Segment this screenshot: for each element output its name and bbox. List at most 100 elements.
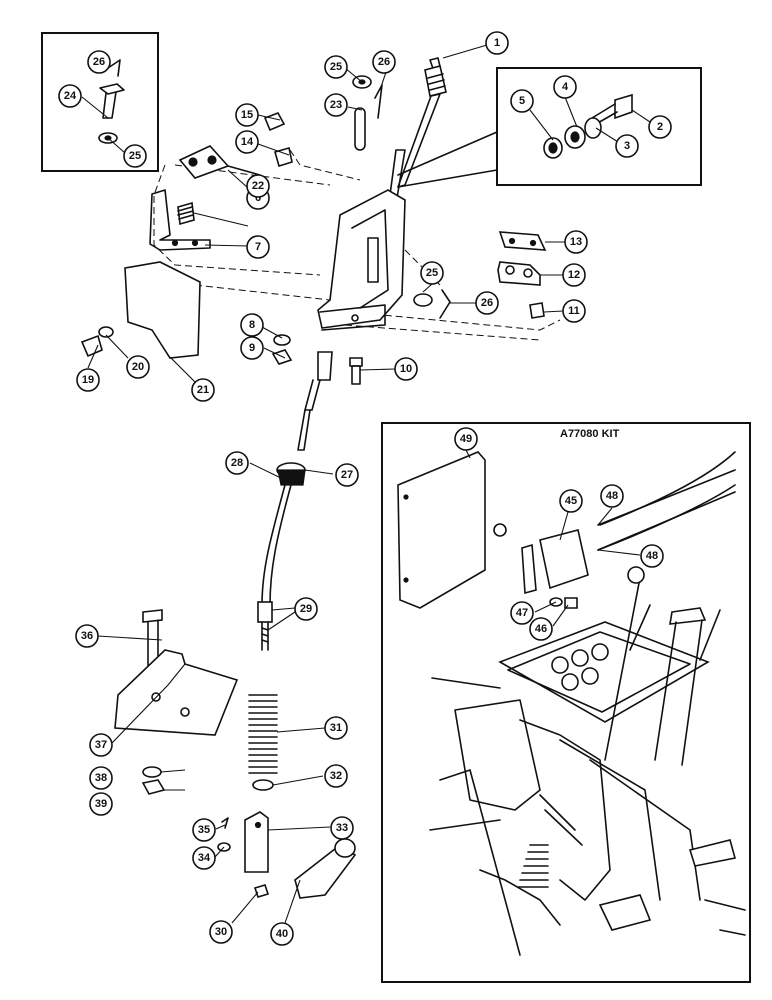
svg-text:31: 31 <box>330 722 342 734</box>
svg-text:45: 45 <box>565 495 577 507</box>
callout-25: 25 <box>324 55 348 79</box>
callout-9: 9 <box>240 336 264 360</box>
callout-28: 28 <box>225 451 249 475</box>
nuts-8-9 <box>271 334 293 365</box>
svg-text:24: 24 <box>64 90 77 102</box>
svg-text:27: 27 <box>341 469 353 481</box>
callout-45: 45 <box>559 489 583 513</box>
callout-7: 7 <box>246 235 270 259</box>
callout-29: 29 <box>294 597 318 621</box>
svg-text:33: 33 <box>336 822 348 834</box>
leader-lines <box>81 44 651 924</box>
callout-12: 12 <box>562 263 586 287</box>
kit-frame <box>381 422 751 983</box>
callout-24: 24 <box>58 84 82 108</box>
svg-text:25: 25 <box>330 61 342 73</box>
lower-linkage-parts <box>217 811 357 899</box>
svg-text:7: 7 <box>255 241 261 253</box>
callout-15: 15 <box>235 103 259 127</box>
callout-19: 19 <box>76 368 100 392</box>
callout-21: 21 <box>191 378 215 402</box>
kit-bracket-plate <box>397 451 507 609</box>
callout-27: 27 <box>335 463 359 487</box>
svg-text:26: 26 <box>93 56 105 68</box>
callout-35: 35 <box>192 818 216 842</box>
svg-text:39: 39 <box>95 798 107 810</box>
svg-text:36: 36 <box>81 630 93 642</box>
pin-assembly-upper <box>352 75 383 151</box>
svg-text:26: 26 <box>378 56 390 68</box>
svg-text:25: 25 <box>426 267 438 279</box>
svg-text:19: 19 <box>82 374 94 386</box>
svg-text:38: 38 <box>95 772 107 784</box>
kit-title: A77080 KIT <box>560 428 620 440</box>
svg-text:9: 9 <box>249 342 255 354</box>
svg-text:48: 48 <box>606 490 618 502</box>
svg-text:28: 28 <box>231 457 243 469</box>
svg-text:14: 14 <box>241 136 254 148</box>
svg-text:6: 6 <box>255 192 261 204</box>
callout-26: 26 <box>372 50 396 74</box>
callout-23: 23 <box>324 93 348 117</box>
svg-text:1: 1 <box>494 37 500 49</box>
shifter-bracket <box>317 189 406 331</box>
callout-34: 34 <box>192 846 216 870</box>
svg-text:47: 47 <box>516 607 528 619</box>
callout-1: 1 <box>485 31 509 55</box>
svg-text:5: 5 <box>519 95 525 107</box>
svg-text:49: 49 <box>460 433 472 445</box>
callout-37: 37 <box>89 733 113 757</box>
svg-text:34: 34 <box>198 852 211 864</box>
callout-8: 8 <box>240 313 264 337</box>
svg-text:21: 21 <box>197 384 209 396</box>
callout-31: 31 <box>324 716 348 740</box>
callout-25: 25 <box>420 261 444 285</box>
callout-4: 4 <box>553 75 577 99</box>
callout-49: 49 <box>454 427 478 451</box>
shift-rod-and-cable <box>257 351 333 651</box>
callout-11: 11 <box>562 299 586 323</box>
inset-pointer-lines <box>397 131 498 188</box>
bolt-10 <box>349 357 363 385</box>
callout-36: 36 <box>75 624 99 648</box>
linkage-parts-left <box>149 112 293 251</box>
svg-text:26: 26 <box>481 297 493 309</box>
callout-33: 33 <box>330 816 354 840</box>
svg-text:32: 32 <box>330 770 342 782</box>
installed-assembly-view <box>429 566 746 956</box>
inset-frame-pin <box>41 32 159 172</box>
callout-32: 32 <box>324 764 348 788</box>
svg-text:46: 46 <box>535 623 547 635</box>
callout-26: 26 <box>475 291 499 315</box>
callout-20: 20 <box>126 355 150 379</box>
inset-frame-bolt <box>496 67 702 186</box>
svg-text:40: 40 <box>276 928 288 940</box>
callout-10: 10 <box>394 357 418 381</box>
kit-wires <box>597 451 736 551</box>
svg-text:48: 48 <box>646 550 658 562</box>
callout-38: 38 <box>89 766 113 790</box>
svg-text:3: 3 <box>624 140 630 152</box>
shift-lever <box>387 57 447 211</box>
callout-48: 48 <box>600 484 624 508</box>
assembly-dash-lines <box>153 149 561 341</box>
bolt-assembly-inset <box>543 93 633 159</box>
callout-48: 48 <box>640 544 664 568</box>
svg-text:23: 23 <box>330 99 342 111</box>
callout-2: 2 <box>648 115 672 139</box>
svg-text:35: 35 <box>198 824 210 836</box>
callout-3: 3 <box>615 134 639 158</box>
svg-text:4: 4 <box>562 81 569 93</box>
svg-text:2: 2 <box>657 121 663 133</box>
svg-text:13: 13 <box>570 236 582 248</box>
svg-text:15: 15 <box>241 109 253 121</box>
callout-26: 26 <box>87 50 111 74</box>
svg-text:29: 29 <box>300 603 312 615</box>
callout-46: 46 <box>529 617 553 641</box>
svg-text:8: 8 <box>249 319 255 331</box>
callout-30: 30 <box>209 920 233 944</box>
spring-and-washer <box>248 694 278 791</box>
callout-5: 5 <box>510 89 534 113</box>
callout-40: 40 <box>270 922 294 946</box>
